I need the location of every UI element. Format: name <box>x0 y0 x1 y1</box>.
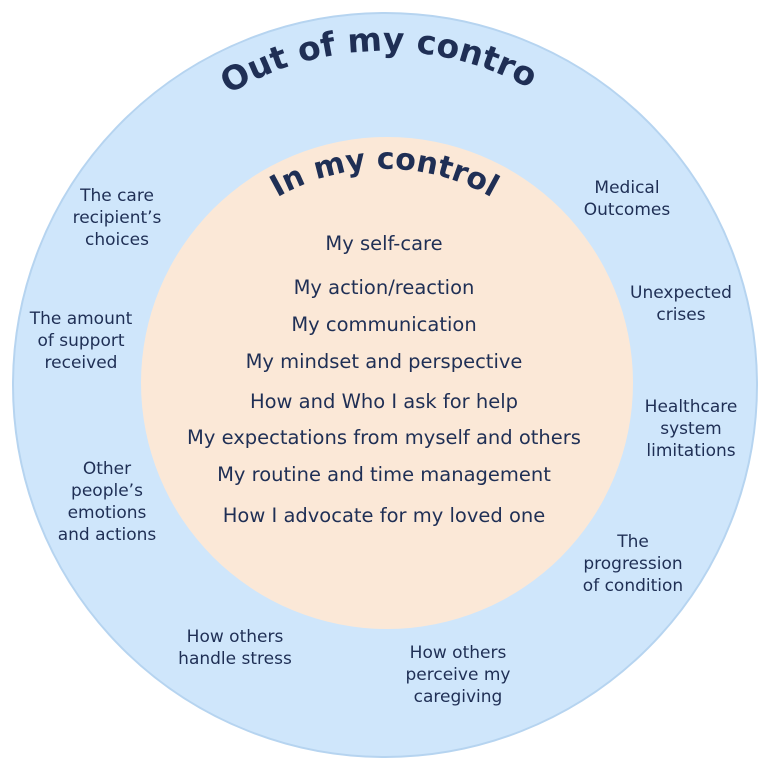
inner-item-self-care: My self-care <box>325 232 443 255</box>
inner-item-ask-for-help: How and Who I ask for help <box>249 390 519 413</box>
inner-item-routine: My routine and time management <box>217 463 551 486</box>
outer-item-others-emotions: Other people’s emotions and actions <box>57 459 157 545</box>
outer-item-others-perceive: How others perceive my caregiving <box>405 643 511 707</box>
inner-item-expectations: My expectations from myself and others <box>187 426 581 449</box>
outer-item-progression: The progression of condition <box>582 532 684 596</box>
inner-item-advocate: How I advocate for my loved one <box>222 504 546 527</box>
outer-item-care-recipient-choices: The care recipient’s choices <box>72 186 162 250</box>
outer-item-healthcare-limitations: Healthcare system limitations <box>644 397 738 461</box>
outer-item-medical-outcomes: Medical Outcomes <box>583 178 671 220</box>
inner-circle <box>141 137 633 629</box>
inner-item-action-reaction: My action/reaction <box>293 276 475 299</box>
inner-item-communication: My communication <box>291 313 477 336</box>
outer-item-amount-of-support: The amount of support received <box>29 309 133 373</box>
inner-item-mindset: My mindset and perspective <box>245 350 523 373</box>
outer-item-unexpected-crises: Unexpected crises <box>630 283 732 325</box>
outer-item-others-stress: How others handle stress <box>178 627 292 669</box>
